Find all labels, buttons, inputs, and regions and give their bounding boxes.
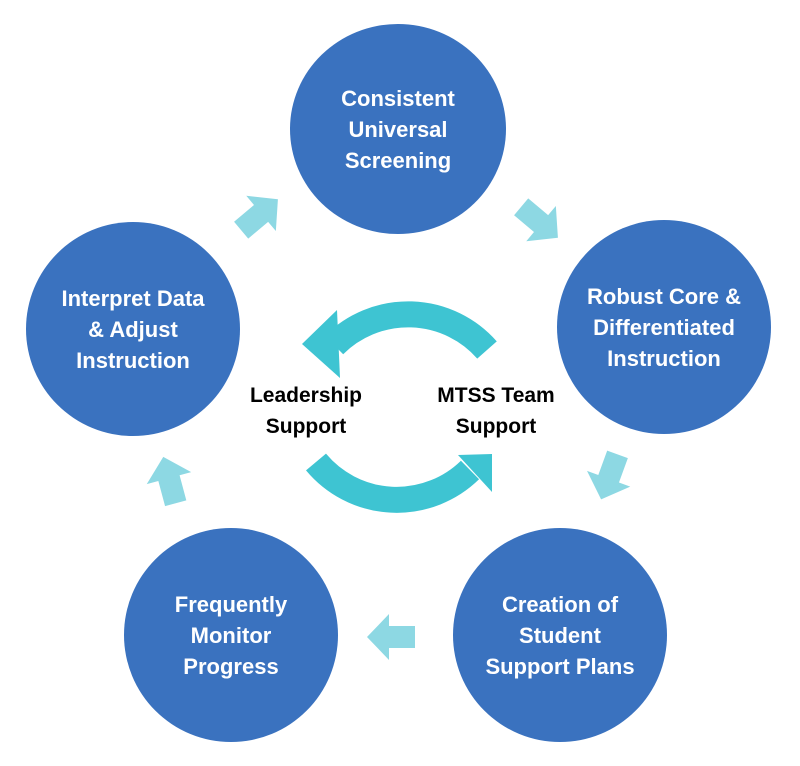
node-label: Consistent Universal Screening — [341, 85, 455, 173]
node-label: Robust Core & Differentiated Instruction — [587, 283, 741, 371]
mtss-team-support-label: MTSS Team Support — [437, 384, 555, 438]
block-arrow-icon — [587, 450, 631, 500]
block-arrow-icon — [514, 198, 558, 242]
leadership-support-label: Leadership Support — [249, 384, 363, 438]
block-arrow-icon — [367, 614, 415, 660]
node-monitor-progress: Frequently Monitor Progress — [124, 528, 338, 742]
node-interpret-data: Interpret Data & Adjust Instruction — [26, 222, 240, 436]
node-label: Creation of Student Support Plans — [485, 591, 635, 679]
node-robust-core-instruction: Robust Core & Differentiated Instruction — [557, 220, 771, 434]
node-label: Frequently Monitor Progress — [174, 591, 288, 679]
curved-arrow-icon — [302, 301, 497, 378]
node-student-support-plans: Creation of Student Support Plans — [453, 528, 667, 742]
block-arrow-icon — [234, 195, 278, 239]
curved-arrow-icon — [306, 453, 492, 513]
node-label: Interpret Data & Adjust Instruction — [61, 285, 205, 373]
node-universal-screening: Consistent Universal Screening — [290, 24, 506, 234]
block-arrow-icon — [146, 456, 192, 507]
